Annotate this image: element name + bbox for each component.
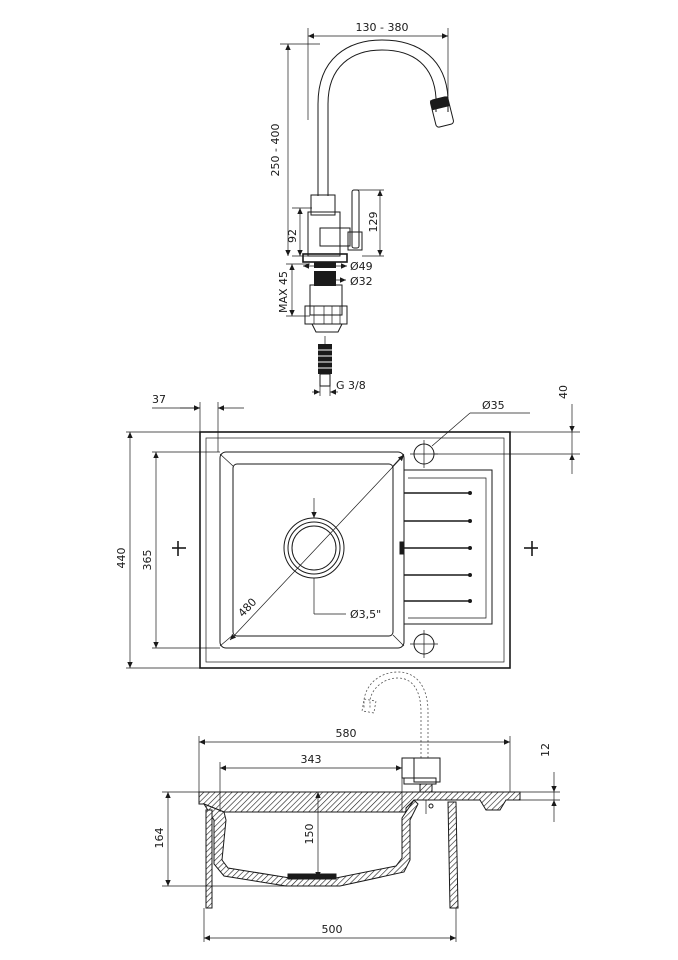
faucet-thread-label: G 3/8 bbox=[336, 379, 366, 392]
faucet-base-height-label: 92 bbox=[286, 229, 299, 243]
cabinet-wall-left bbox=[205, 809, 213, 909]
faucet-lever bbox=[351, 189, 360, 249]
cabinet-wall-right bbox=[447, 801, 459, 909]
faucet-drawing: 130 - 380 250 - 400 92 129 Ø49 Ø32 MAX 4… bbox=[269, 21, 454, 396]
faucet-ghost bbox=[361, 671, 429, 758]
bowl-height-label: 150 bbox=[303, 824, 316, 845]
faucet-max-thickness-label: MAX 45 bbox=[277, 271, 290, 313]
drainboard bbox=[404, 469, 493, 625]
section-view: 580 343 12 164 150 500 bbox=[153, 671, 560, 942]
overall-height-label: 164 bbox=[153, 828, 166, 849]
cabinet-width-label: 500 bbox=[322, 923, 343, 936]
tap-hole-diameter-label: Ø35 bbox=[482, 399, 505, 412]
section-marker-right bbox=[524, 541, 538, 556]
drain-diameter-label: Ø3,5" bbox=[350, 608, 381, 621]
faucet-height-label: 250 - 400 bbox=[269, 124, 282, 177]
sink-deck bbox=[198, 791, 521, 813]
faucet-reach-label: 130 - 380 bbox=[356, 21, 409, 34]
bowl-profile bbox=[202, 799, 419, 887]
bowl-depth-label: 365 bbox=[141, 550, 154, 571]
faucet-hole-diameter-label: Ø32 bbox=[350, 275, 373, 288]
section-marker-left bbox=[172, 541, 186, 556]
overall-width-label: 580 bbox=[336, 727, 357, 740]
faucet-body bbox=[310, 194, 336, 216]
hole-offset-label: 37 bbox=[152, 393, 166, 406]
drain-outer bbox=[283, 517, 345, 579]
hole-distance-label: 40 bbox=[557, 385, 570, 399]
drain-inner bbox=[291, 525, 337, 571]
faucet-base-diameter-label: Ø49 bbox=[350, 260, 373, 273]
drainboard-ribs bbox=[404, 491, 472, 603]
overall-depth-label: 440 bbox=[115, 548, 128, 569]
plan-view: Ø3,5" Ø35 480 37 bbox=[115, 385, 580, 669]
faucet-lever-height-label: 129 bbox=[367, 212, 380, 233]
faucet-hose bbox=[318, 344, 332, 374]
bowl-width-label: 343 bbox=[301, 753, 322, 766]
bowl-diagonal-label: 480 bbox=[236, 596, 260, 620]
sink-outline bbox=[199, 431, 511, 669]
deck-thickness-label: 12 bbox=[539, 743, 552, 757]
